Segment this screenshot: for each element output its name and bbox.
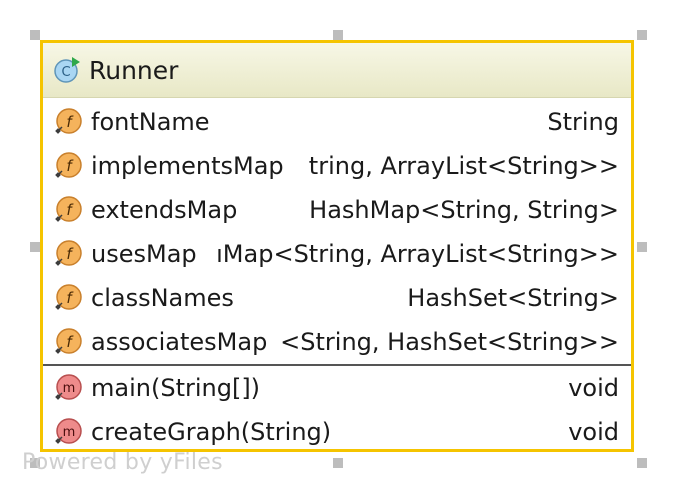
method-return-type: void bbox=[568, 418, 619, 446]
field-type: tring, ArrayList<String>> bbox=[308, 152, 619, 180]
svg-text:f: f bbox=[66, 157, 74, 175]
field-icon: f bbox=[53, 239, 83, 269]
fields-section: f fontName String f implementsMap tring,… bbox=[43, 98, 631, 364]
resize-handle-top-right[interactable] bbox=[637, 30, 647, 40]
field-type: HashSet<String> bbox=[407, 284, 619, 312]
field-type: ıMap<String, ArrayList<String>> bbox=[216, 240, 619, 268]
field-name: classNames bbox=[91, 284, 236, 312]
field-name: usesMap bbox=[91, 240, 199, 268]
field-icon: f bbox=[53, 107, 83, 137]
method-icon: m bbox=[53, 373, 83, 403]
method-name: main(String[]) bbox=[91, 374, 263, 402]
method-row[interactable]: m main(String[]) void bbox=[43, 366, 631, 410]
class-name: Runner bbox=[89, 55, 179, 85]
field-row[interactable]: f fontName String bbox=[43, 100, 631, 144]
resize-handle-middle-left[interactable] bbox=[30, 242, 40, 252]
field-row[interactable]: f implementsMap tring, ArrayList<String>… bbox=[43, 144, 631, 188]
svg-text:f: f bbox=[66, 113, 74, 131]
svg-text:m: m bbox=[63, 381, 76, 396]
field-icon: f bbox=[53, 283, 83, 313]
yfiles-watermark: Powered by yFiles bbox=[22, 450, 223, 475]
field-type: String bbox=[547, 108, 619, 136]
field-row[interactable]: f usesMap ıMap<String, ArrayList<String>… bbox=[43, 232, 631, 276]
svg-text:f: f bbox=[66, 245, 74, 263]
field-type: HashMap<String, String> bbox=[309, 196, 619, 224]
field-icon: f bbox=[53, 327, 83, 357]
svg-text:m: m bbox=[63, 425, 76, 440]
resize-handle-top-left[interactable] bbox=[30, 30, 40, 40]
svg-text:f: f bbox=[66, 201, 74, 219]
field-icon: f bbox=[53, 151, 83, 181]
methods-section: m main(String[]) void m createGraph(Stri… bbox=[43, 366, 631, 449]
field-row[interactable]: f classNames HashSet<String> bbox=[43, 276, 631, 320]
section-divider bbox=[43, 364, 631, 366]
resize-handle-middle-right[interactable] bbox=[637, 242, 647, 252]
class-header[interactable]: C Runner bbox=[43, 43, 631, 98]
svg-text:C: C bbox=[61, 65, 70, 80]
svg-text:f: f bbox=[66, 333, 74, 351]
uml-class-node[interactable]: C Runner f fontName String f implem bbox=[40, 40, 634, 452]
resize-handle-bottom-center[interactable] bbox=[333, 458, 343, 468]
field-name: extendsMap bbox=[91, 196, 240, 224]
method-name: createGraph(String) bbox=[91, 418, 334, 446]
field-icon: f bbox=[53, 195, 83, 225]
method-row[interactable]: m createGraph(String) void bbox=[43, 410, 631, 449]
resize-handle-bottom-left[interactable] bbox=[30, 458, 40, 468]
resize-handle-bottom-right[interactable] bbox=[637, 458, 647, 468]
class-icon: C bbox=[53, 56, 81, 84]
field-type: <String, HashSet<String>> bbox=[280, 328, 619, 356]
field-name: fontName bbox=[91, 108, 212, 136]
method-return-type: void bbox=[568, 374, 619, 402]
svg-text:f: f bbox=[66, 289, 74, 307]
field-name: implementsMap bbox=[91, 152, 286, 180]
field-row[interactable]: f associatesMap <String, HashSet<String>… bbox=[43, 320, 631, 364]
method-icon: m bbox=[53, 417, 83, 447]
resize-handle-top-center[interactable] bbox=[333, 30, 343, 40]
field-name: associatesMap bbox=[91, 328, 270, 356]
field-row[interactable]: f extendsMap HashMap<String, String> bbox=[43, 188, 631, 232]
